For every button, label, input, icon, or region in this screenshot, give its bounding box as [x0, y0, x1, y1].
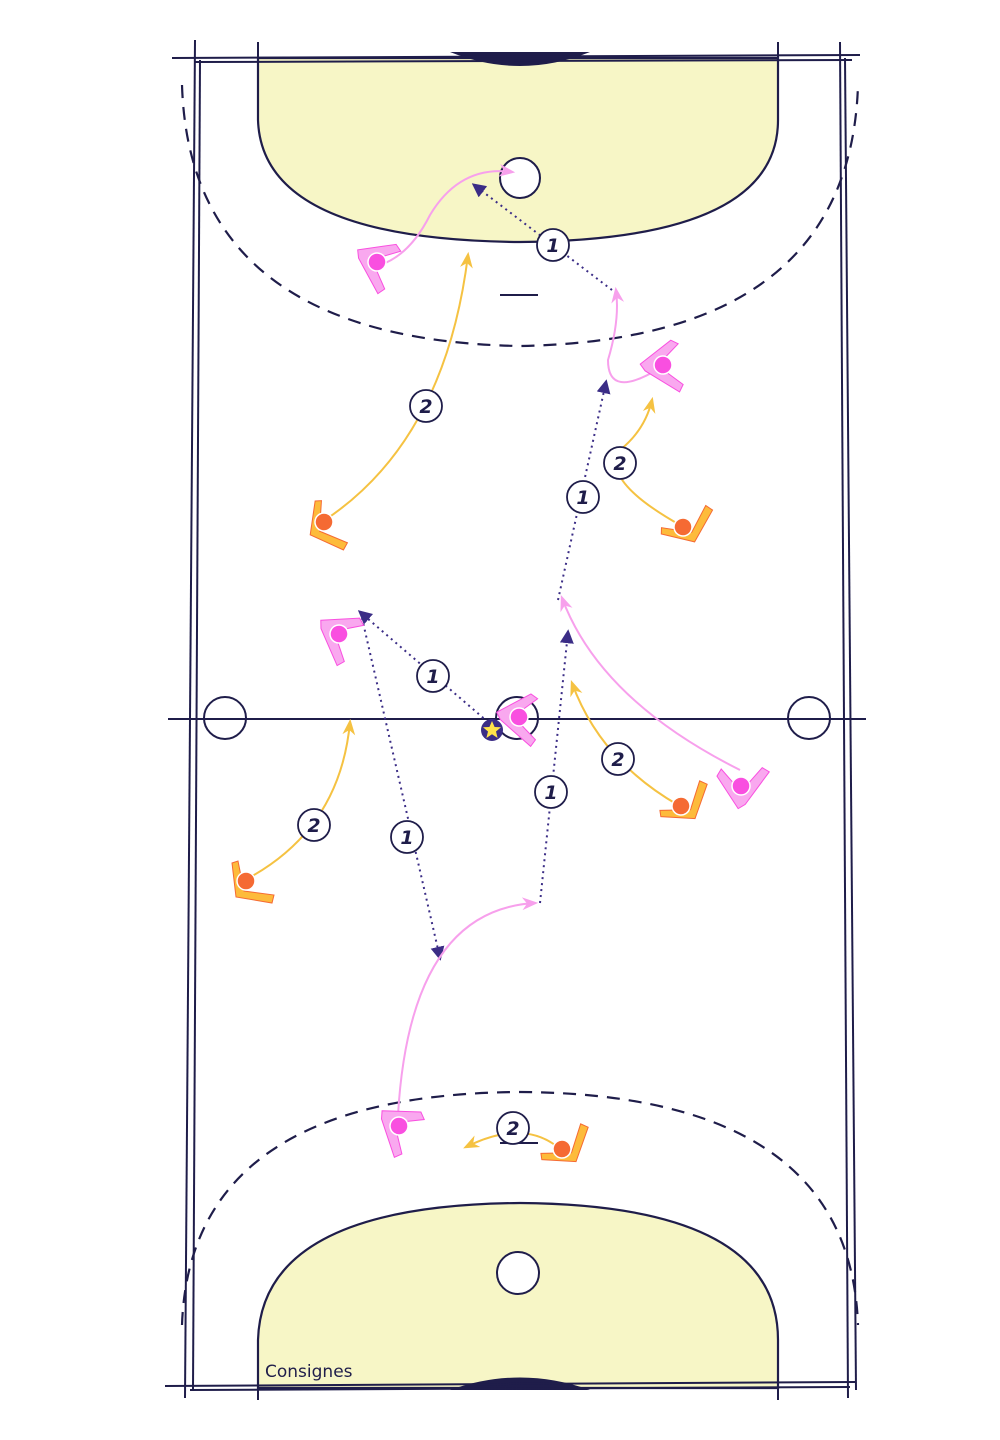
svg-text:2: 2: [611, 749, 624, 771]
svg-text:1: 1: [576, 487, 589, 509]
step-labels: 1 1 1 1 1 2 2 2 2 2: [297, 228, 637, 1145]
pass-arrow: [539, 629, 574, 904]
pass-label: 1: [536, 228, 570, 262]
top-target-circle: [499, 157, 541, 199]
bottom-target-circle: [496, 1251, 540, 1295]
svg-text:1: 1: [426, 666, 439, 688]
bottom-goal-area: [256, 1201, 780, 1390]
player-chevron-icon: [660, 504, 714, 543]
run-label: 2: [409, 389, 443, 423]
pass-arrow: [471, 183, 613, 291]
pass-label: 1: [534, 775, 568, 809]
player-chevron-icon: [716, 766, 771, 810]
run-arrow: [244, 718, 356, 881]
svg-text:2: 2: [613, 453, 626, 475]
orange-players: [231, 500, 714, 1163]
caption-consignes: Consignes: [265, 1362, 353, 1382]
player-chevron-icon: [540, 1123, 589, 1163]
left-substitution-circle: [203, 696, 247, 740]
pass-arrow: [361, 617, 445, 961]
run-label: 2: [603, 446, 637, 480]
player-chevron-icon: [659, 780, 708, 820]
pink-players: [320, 243, 771, 1158]
run-label: 2: [496, 1111, 530, 1145]
bottom-free-throw-line: [180, 1090, 860, 1326]
player-chevron-icon: [357, 243, 402, 295]
run-arrow: [379, 163, 516, 266]
run-arrow: [324, 251, 473, 521]
player-chevron-icon: [381, 1110, 425, 1158]
run-arrow: [397, 897, 539, 1116]
player-chevron-icon: [496, 693, 539, 748]
svg-text:1: 1: [544, 782, 557, 804]
pass-label: 1: [566, 480, 600, 514]
top-free-throw-line: [180, 84, 860, 348]
player-chevron-icon: [639, 339, 684, 393]
svg-text:2: 2: [307, 815, 320, 837]
center-circle: [495, 696, 539, 740]
pink-runs: [379, 163, 741, 1116]
top-goal-area: [256, 56, 780, 244]
player-chevron-icon: [231, 860, 275, 904]
pass-label: 1: [416, 659, 450, 693]
run-label: 2: [601, 742, 635, 776]
orange-runs: [244, 251, 681, 1149]
run-label: 2: [297, 808, 331, 842]
star-icon: [481, 719, 503, 741]
svg-text:2: 2: [419, 396, 432, 418]
svg-text:1: 1: [400, 827, 413, 849]
svg-text:1: 1: [546, 235, 559, 257]
run-arrow: [606, 286, 661, 384]
pass-label: 1: [390, 820, 424, 854]
player-chevron-icon: [309, 500, 349, 551]
run-arrow: [560, 595, 741, 771]
player-chevron-icon: [320, 617, 365, 667]
right-substitution-circle: [787, 696, 831, 740]
svg-text:2: 2: [506, 1118, 519, 1140]
pass-arrow: [557, 379, 611, 601]
